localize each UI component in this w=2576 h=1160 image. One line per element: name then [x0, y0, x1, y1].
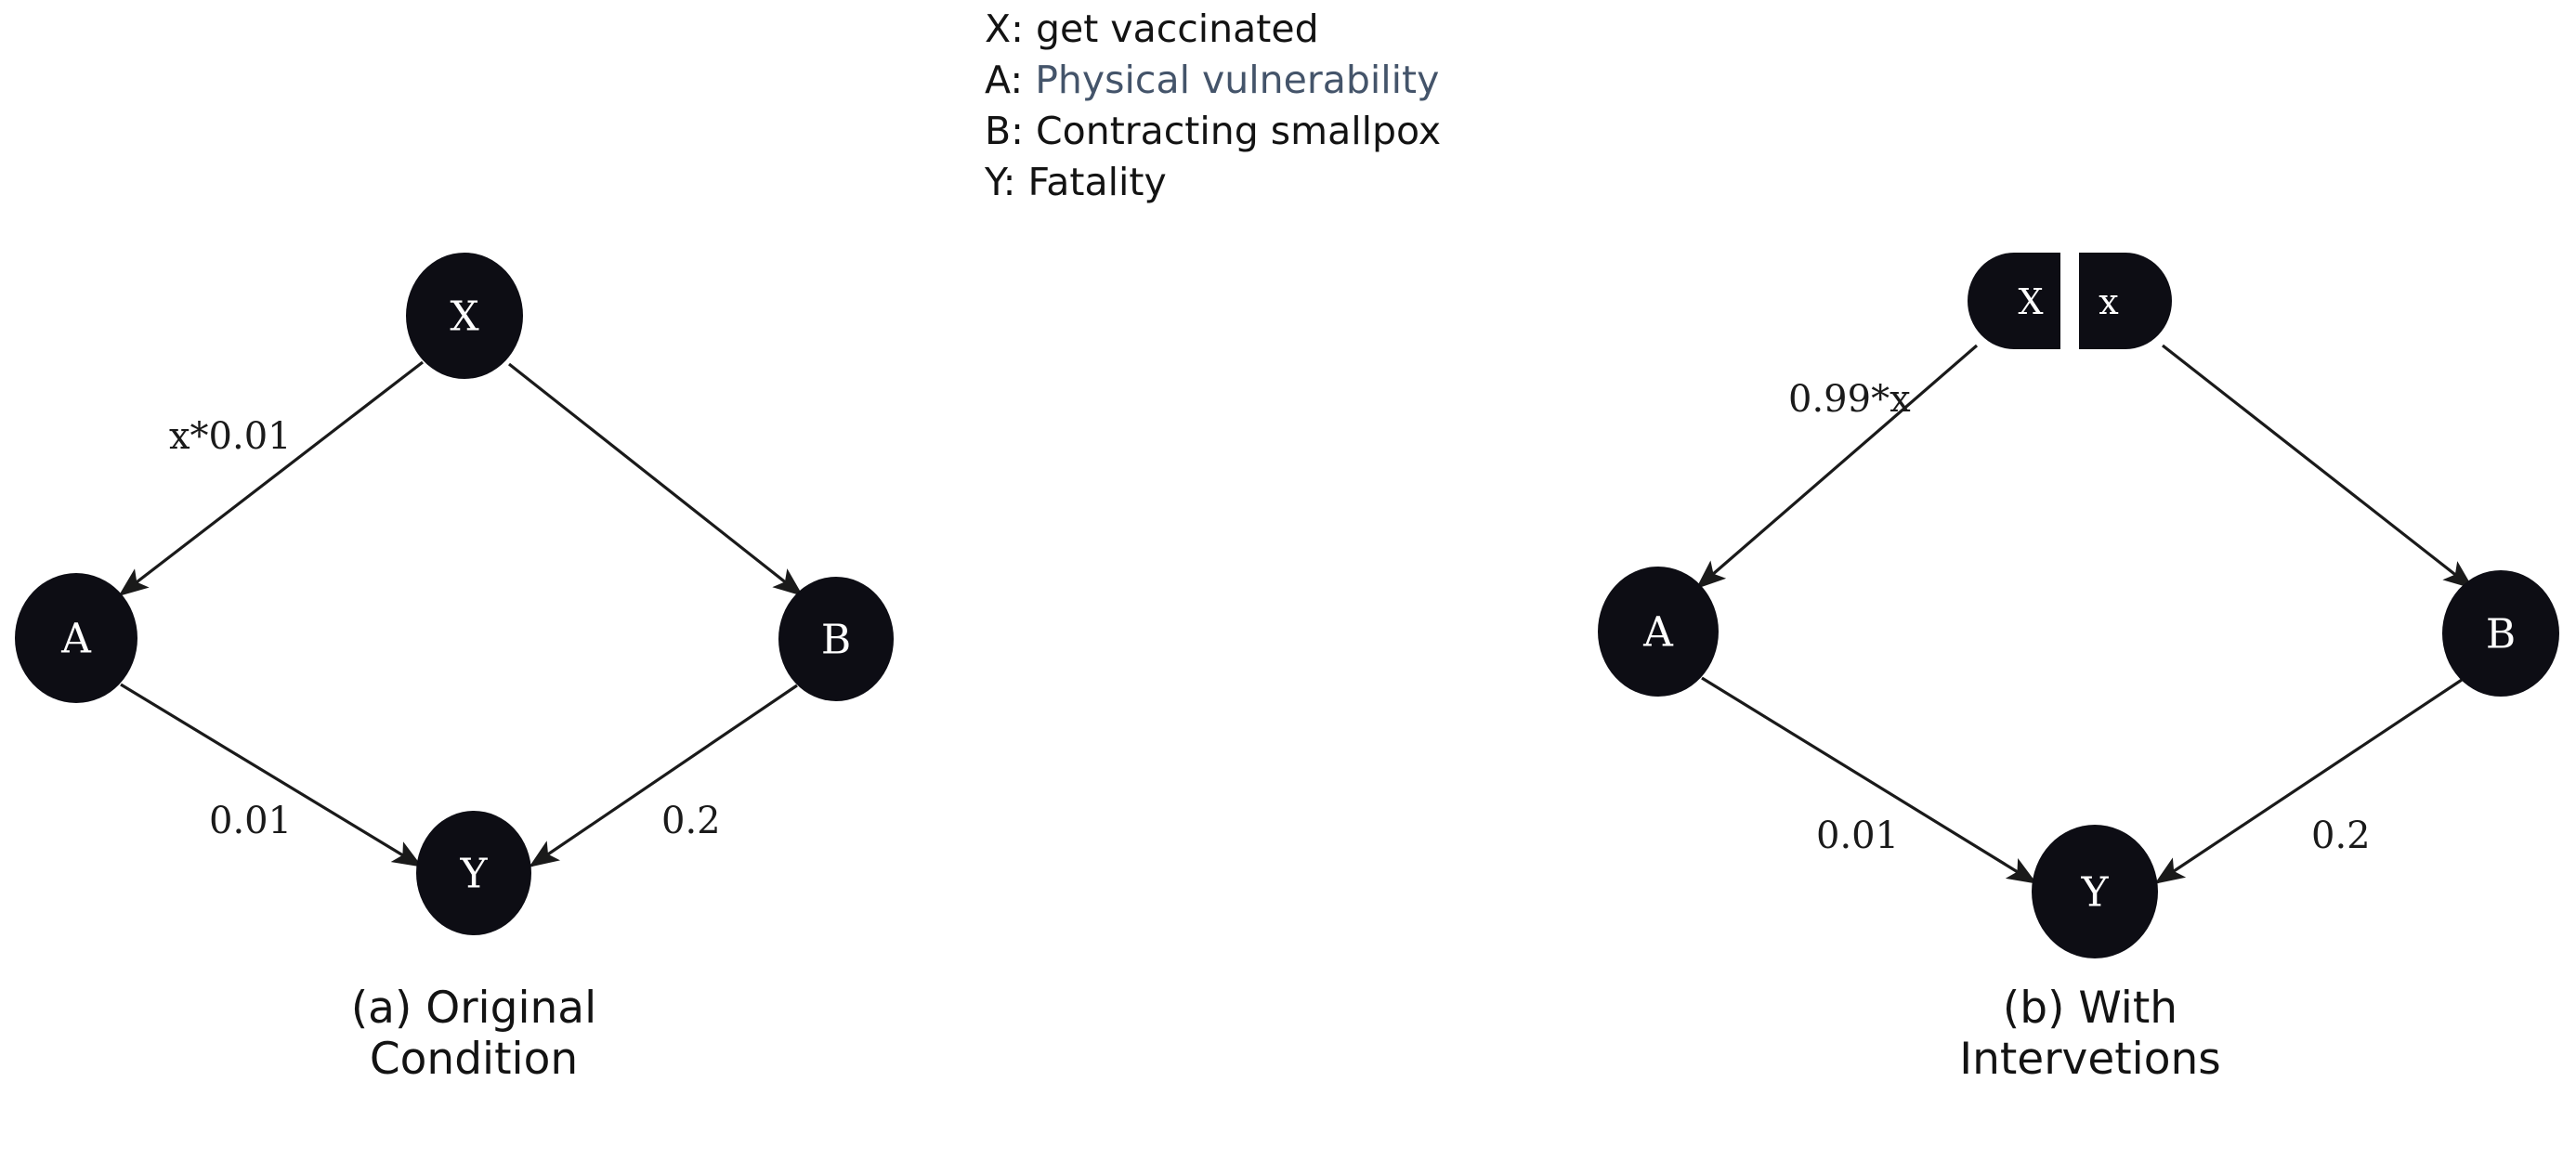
node-b-a-label: A: [1642, 609, 1674, 657]
legend-key-b: B:: [985, 109, 1024, 154]
edge-a-b-to-y: [529, 684, 798, 867]
node-b-x-left-half-shape: [1968, 253, 2060, 349]
node-b-a-shape: [1598, 567, 1719, 697]
legend-row-x: X: get vaccinated: [985, 6, 1441, 52]
node-a-y-shape: [416, 811, 531, 935]
diagram-b-group: 0.99*x 0.01 0.2 X x A B Y: [1598, 253, 2559, 958]
node-a-a-label: A: [60, 616, 92, 663]
legend-row-b: B: Contracting smallpox: [985, 108, 1441, 154]
edge-label-a-b-to-y: 0.2: [661, 800, 721, 842]
node-b-b[interactable]: B: [2442, 570, 2559, 697]
node-a-a-shape: [15, 573, 137, 703]
diagram-a-group: x*0.01 0.01 0.2 X A B Y: [15, 253, 894, 935]
edge-a-x-to-b: [508, 362, 804, 596]
edge-b-a-to-y: [1701, 676, 2037, 884]
node-a-a[interactable]: A: [15, 573, 137, 703]
legend-row-a: A: Physical vulnerability: [985, 57, 1441, 103]
node-a-x[interactable]: X: [406, 253, 523, 379]
edge-label-b-a-to-y: 0.01: [1816, 815, 1899, 857]
caption-diagram-b: (b) With Intervetions: [1858, 983, 2322, 1085]
node-b-x-right-label: x: [2099, 281, 2118, 322]
node-a-y[interactable]: Y: [416, 811, 531, 935]
node-b-b-label: B: [2486, 611, 2516, 658]
legend-desc-x: get vaccinated: [1035, 7, 1319, 51]
edge-b-b-to-y: [2154, 678, 2463, 884]
edge-b-x-to-b: [2162, 344, 2474, 589]
edge-label-a-x-to-a: x*0.01: [169, 415, 292, 458]
edge-label-a-a-to-y: 0.01: [209, 800, 292, 842]
node-b-y-shape: [2032, 825, 2158, 958]
node-a-b-shape: [778, 577, 894, 701]
node-b-x-split[interactable]: X x: [1968, 253, 2172, 349]
caption-diagram-a: (a) Original Condition: [242, 983, 706, 1085]
node-b-x-right-half-shape: [2079, 253, 2172, 349]
edge-label-b-x-to-a: 0.99*x: [1788, 378, 1911, 421]
node-b-x-left-label: X: [2018, 281, 2043, 322]
caption-a-line1: (a) Original: [350, 983, 597, 1034]
node-a-y-label: Y: [459, 851, 488, 898]
legend-key-a: A:: [985, 58, 1024, 103]
node-b-y-label: Y: [2080, 869, 2109, 917]
node-a-x-label: X: [450, 293, 479, 341]
edge-label-b-b-to-y: 0.2: [2311, 815, 2371, 857]
node-a-b-label: B: [821, 617, 851, 664]
edge-a-a-to-y: [120, 683, 423, 867]
legend-desc-b: Contracting smallpox: [1036, 109, 1442, 154]
legend-desc-a: Physical vulnerability: [1035, 58, 1440, 103]
node-b-a[interactable]: A: [1598, 567, 1719, 697]
node-a-x-shape: [406, 253, 523, 379]
variable-legend: X: get vaccinated A: Physical vulnerabil…: [985, 6, 1441, 210]
legend-row-y: Y: Fatality: [985, 159, 1441, 205]
node-a-b[interactable]: B: [778, 577, 894, 701]
node-b-b-shape: [2442, 570, 2559, 697]
node-b-y[interactable]: Y: [2032, 825, 2158, 958]
legend-key-y: Y:: [985, 160, 1016, 205]
caption-a-line2: Condition: [369, 1033, 579, 1085]
caption-b-line2: Intervetions: [1959, 1033, 2221, 1085]
edge-a-x-to-a: [118, 360, 424, 596]
caption-b-line1: (b) With: [2002, 983, 2178, 1034]
legend-desc-y: Fatality: [1027, 160, 1167, 205]
edge-b-x-to-a: [1695, 344, 1979, 590]
legend-key-x: X:: [985, 7, 1024, 51]
